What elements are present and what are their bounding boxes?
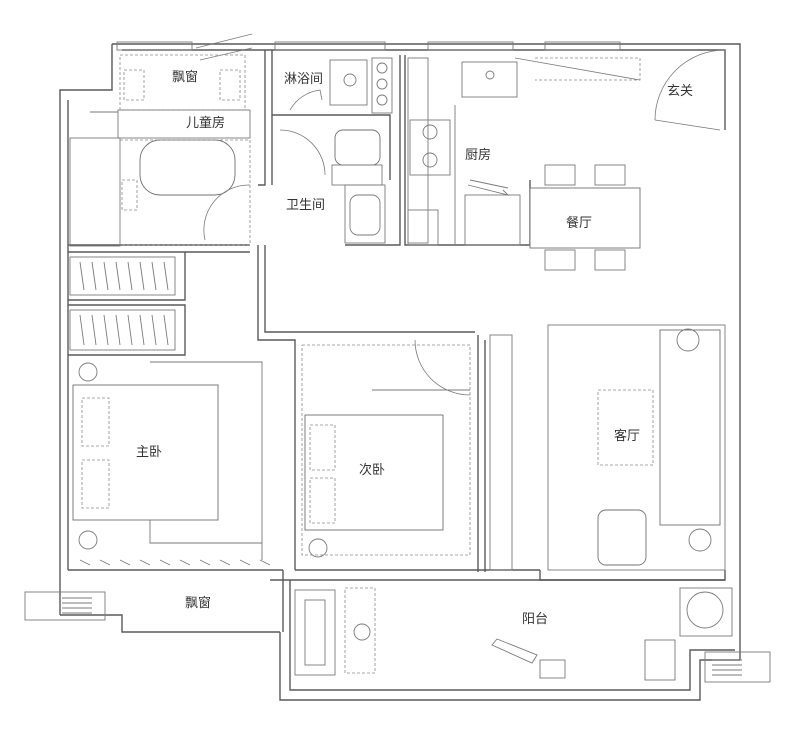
room-label-kitchen: 厨房 [465, 148, 492, 163]
balcony-fixtures [294, 587, 771, 683]
room-label-bay-window-bottom: 飘窗 [185, 596, 212, 611]
second-bed [301, 334, 513, 571]
entrance-door [654, 49, 726, 131]
room-label-shower: 淋浴间 [284, 72, 324, 87]
room-label-bay-window-top: 飘窗 [172, 70, 199, 85]
master-bed [72, 361, 271, 566]
living-set [547, 324, 726, 571]
room-label-bathroom: 卫生间 [286, 198, 326, 213]
room-label-kids-room: 儿童房 [186, 116, 226, 131]
kitchen-fixtures [407, 57, 641, 246]
bay-window-top [90, 54, 251, 139]
room-label-balcony: 阳台 [522, 612, 549, 627]
room-label-entrance: 玄关 [667, 84, 694, 99]
wardrobes [69, 256, 176, 351]
room-label-living: 客厅 [614, 429, 641, 444]
room-label-second: 次卧 [359, 463, 386, 478]
room-label-dining: 餐厅 [566, 216, 593, 231]
room-label-master: 主卧 [136, 445, 163, 460]
kids-bed [69, 137, 251, 247]
bay-window-bottom [24, 591, 106, 621]
bathroom-fixtures [203, 57, 393, 244]
dining-set [529, 164, 641, 271]
top-windows [116, 33, 621, 61]
